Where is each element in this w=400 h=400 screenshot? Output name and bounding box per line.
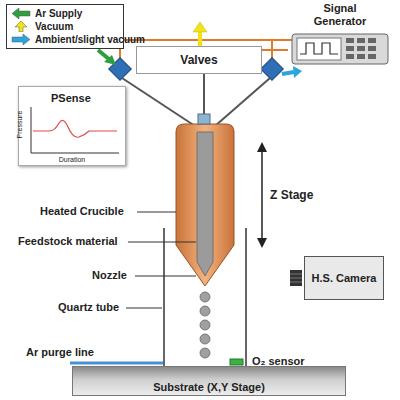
feedstock bbox=[197, 132, 213, 276]
node-text: Pressure bbox=[16, 110, 23, 138]
substrate-stage: Substrate (X,Y Stage) bbox=[72, 366, 346, 396]
vacuum-arrow bbox=[193, 22, 207, 46]
signal-generator bbox=[292, 34, 388, 64]
part-label: Heated Crucible bbox=[40, 205, 124, 217]
part-label: Feedstock material bbox=[18, 235, 118, 247]
camera-lens bbox=[290, 270, 302, 286]
gas-line bbox=[122, 74, 270, 126]
legend-row: Vacuum bbox=[11, 20, 119, 33]
legend-text: Ar Supply bbox=[35, 8, 82, 19]
part-label: Nozzle bbox=[92, 269, 127, 281]
camera-box: H.S. Camera bbox=[304, 256, 384, 300]
crucible-cap bbox=[198, 114, 210, 124]
legend-text: Vacuum bbox=[35, 21, 73, 32]
droplets bbox=[200, 292, 210, 358]
node-text: Signal Generator bbox=[288, 2, 392, 28]
signal-generator-node: Signal Generator bbox=[288, 2, 392, 68]
part-label: Z Stage bbox=[270, 188, 313, 202]
part-label: Quartz tube bbox=[58, 301, 119, 313]
ambient-arrow bbox=[282, 66, 302, 78]
node-text: Substrate (X,Y Stage) bbox=[153, 381, 265, 395]
pressure-plot: PSensePressureDuration bbox=[18, 86, 126, 166]
node-text: Duration bbox=[19, 156, 125, 163]
node-text: Valves bbox=[180, 53, 217, 67]
node-text: H.S. Camera bbox=[312, 272, 377, 284]
control-wire bbox=[262, 50, 288, 51]
o2-sensor bbox=[230, 359, 243, 365]
part-label: Ar purge line bbox=[26, 346, 94, 358]
part-label: O₂ sensor bbox=[252, 355, 305, 367]
legend-row: Ambient/slight vacuum bbox=[11, 33, 119, 46]
node-text: PSense bbox=[51, 92, 91, 104]
z-stage-arrow bbox=[257, 142, 267, 248]
legend-swatch bbox=[11, 34, 31, 45]
legend: Ar SupplyVacuumAmbient/slight vacuum bbox=[6, 4, 124, 49]
legend-swatch bbox=[11, 21, 31, 32]
ar-supply-arrow bbox=[98, 50, 116, 65]
legend-swatch bbox=[11, 8, 31, 19]
legend-text: Ambient/slight vacuum bbox=[35, 34, 145, 45]
purge-line bbox=[70, 362, 163, 365]
legend-row: Ar Supply bbox=[11, 7, 119, 20]
valves-box: Valves bbox=[136, 46, 262, 74]
heated-crucible bbox=[176, 124, 234, 286]
leader-line bbox=[126, 212, 196, 308]
